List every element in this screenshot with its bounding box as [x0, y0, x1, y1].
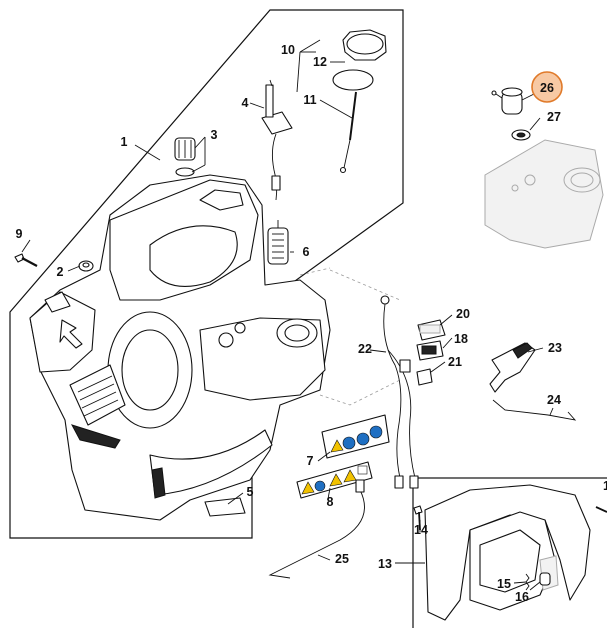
wiring-harness-part-22[interactable]: [380, 295, 419, 489]
callout-1-edge[interactable]: 1: [603, 479, 607, 493]
callout-13[interactable]: 13: [378, 557, 392, 571]
pin-part-16[interactable]: [539, 572, 551, 586]
fuel-pickup-part-4[interactable]: [261, 79, 293, 201]
callout-15[interactable]: 15: [497, 577, 511, 591]
housing-part-1[interactable]: [29, 174, 331, 521]
callout-5[interactable]: 5: [247, 485, 254, 499]
callout-23[interactable]: 23: [548, 341, 562, 355]
warning-label-part-8[interactable]: [296, 461, 373, 499]
assembly-frame-main: [9, 9, 404, 539]
fuel-filter-part-6[interactable]: [267, 220, 289, 265]
callout-10[interactable]: 10: [281, 43, 295, 57]
handle-housing-part-13[interactable]: [424, 484, 591, 621]
assembly-frame-handle: [412, 477, 607, 628]
callout-9[interactable]: 9: [16, 227, 23, 241]
grommet-part-2[interactable]: [78, 260, 94, 272]
tank-cap-part-10[interactable]: [332, 29, 387, 174]
callout-20[interactable]: 20: [456, 307, 470, 321]
callout-26[interactable]: 26: [540, 81, 554, 95]
callout-4[interactable]: 4: [242, 96, 249, 110]
callout-14[interactable]: 14: [414, 523, 428, 537]
callout-24[interactable]: 24: [547, 393, 561, 407]
callout-12[interactable]: 12: [313, 55, 327, 69]
leader-lines: [21, 39, 554, 591]
switch-part-18[interactable]: [416, 340, 444, 361]
screw-part-9[interactable]: [14, 253, 38, 267]
contact-part-21[interactable]: [416, 368, 433, 386]
plug-part-3[interactable]: [174, 137, 196, 177]
callout-27[interactable]: 27: [547, 110, 561, 124]
highlight-marker-26: [531, 71, 563, 103]
callout-labels: 1 2 3 4 5 6 7 8 9 10 11 12 13 14 15 16 1…: [16, 43, 607, 604]
throttle-rod-part-24[interactable]: [492, 399, 577, 421]
callout-3[interactable]: 3: [211, 128, 218, 142]
screw-part-edge: [595, 506, 607, 513]
callout-1[interactable]: 1: [121, 135, 128, 149]
callout-11[interactable]: 11: [303, 93, 316, 107]
callout-8[interactable]: 8: [327, 495, 334, 509]
grommet-part-26[interactable]: [491, 87, 523, 115]
throttle-trigger-part-23[interactable]: [489, 342, 536, 393]
callout-25[interactable]: 25: [335, 552, 349, 566]
callout-6[interactable]: 6: [303, 245, 310, 259]
callout-16[interactable]: 16: [515, 590, 529, 604]
pad-part-5[interactable]: [204, 497, 246, 517]
callout-18[interactable]: 18: [454, 332, 468, 346]
throttle-cable-part-25[interactable]: [268, 479, 365, 579]
switch-cover-part-20[interactable]: [417, 319, 446, 341]
callout-21[interactable]: 21: [448, 355, 462, 369]
projection-lines: [299, 267, 401, 406]
callout-2[interactable]: 2: [57, 265, 64, 279]
callout-7[interactable]: 7: [307, 454, 314, 468]
grommet-part-27[interactable]: [511, 129, 531, 141]
fuel-tank-ghost: [484, 139, 604, 249]
warning-label-part-7[interactable]: [321, 414, 390, 459]
callout-22[interactable]: 22: [358, 342, 372, 356]
